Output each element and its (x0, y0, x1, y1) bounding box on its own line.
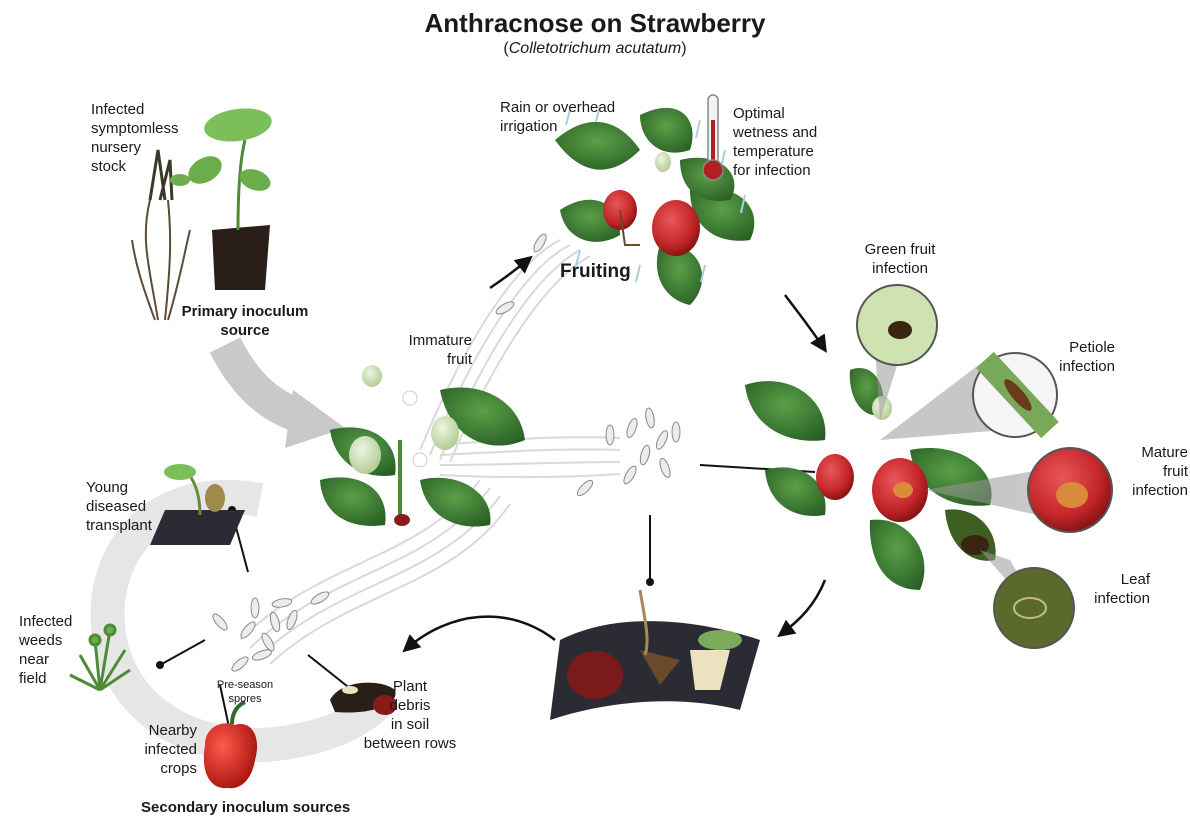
mulch-debris (550, 590, 760, 720)
label-optimal: Optimal wetness and temperature for infe… (733, 104, 817, 180)
label-petiole: Petiole infection (1020, 338, 1115, 376)
label-mature-fruit: Mature fruit infection (1090, 443, 1188, 500)
label-young-transplant: Young diseased transplant (86, 478, 152, 535)
label-rain: Rain or overhead irrigation (500, 98, 615, 136)
label-fruiting: Fruiting (560, 262, 631, 281)
spores (211, 232, 680, 673)
label-leaf: Leaf infection (1080, 570, 1150, 608)
diagram-title: Anthracnose on Strawberry (0, 8, 1190, 39)
label-green-fruit: Green fruit infection (855, 240, 945, 278)
zoom-circle-green-fruit (857, 285, 937, 365)
zoom-circle-leaf (994, 568, 1074, 648)
plug-plant (183, 104, 273, 290)
diagram-subtitle: (Colletotrichum acutatum) (0, 40, 1190, 58)
label-nursery-stock: Infected symptomless nursery stock (91, 100, 179, 176)
label-infected-weeds: Infected weeds near field (19, 612, 72, 688)
label-pre-season-spores: Pre-season spores (210, 678, 280, 706)
label-immature-fruit: Immature fruit (400, 331, 472, 369)
label-primary-source: Primary inoculum source (170, 302, 320, 340)
pathogen-name: Colletotrichum acutatum (509, 40, 682, 57)
thermometer (703, 95, 723, 180)
label-nearby-crops: Nearby infected crops (140, 721, 197, 778)
pepper (204, 702, 257, 788)
label-plant-debris: Plant debris in soil between rows (345, 677, 475, 753)
label-secondary-sources: Secondary inoculum sources (141, 798, 350, 817)
